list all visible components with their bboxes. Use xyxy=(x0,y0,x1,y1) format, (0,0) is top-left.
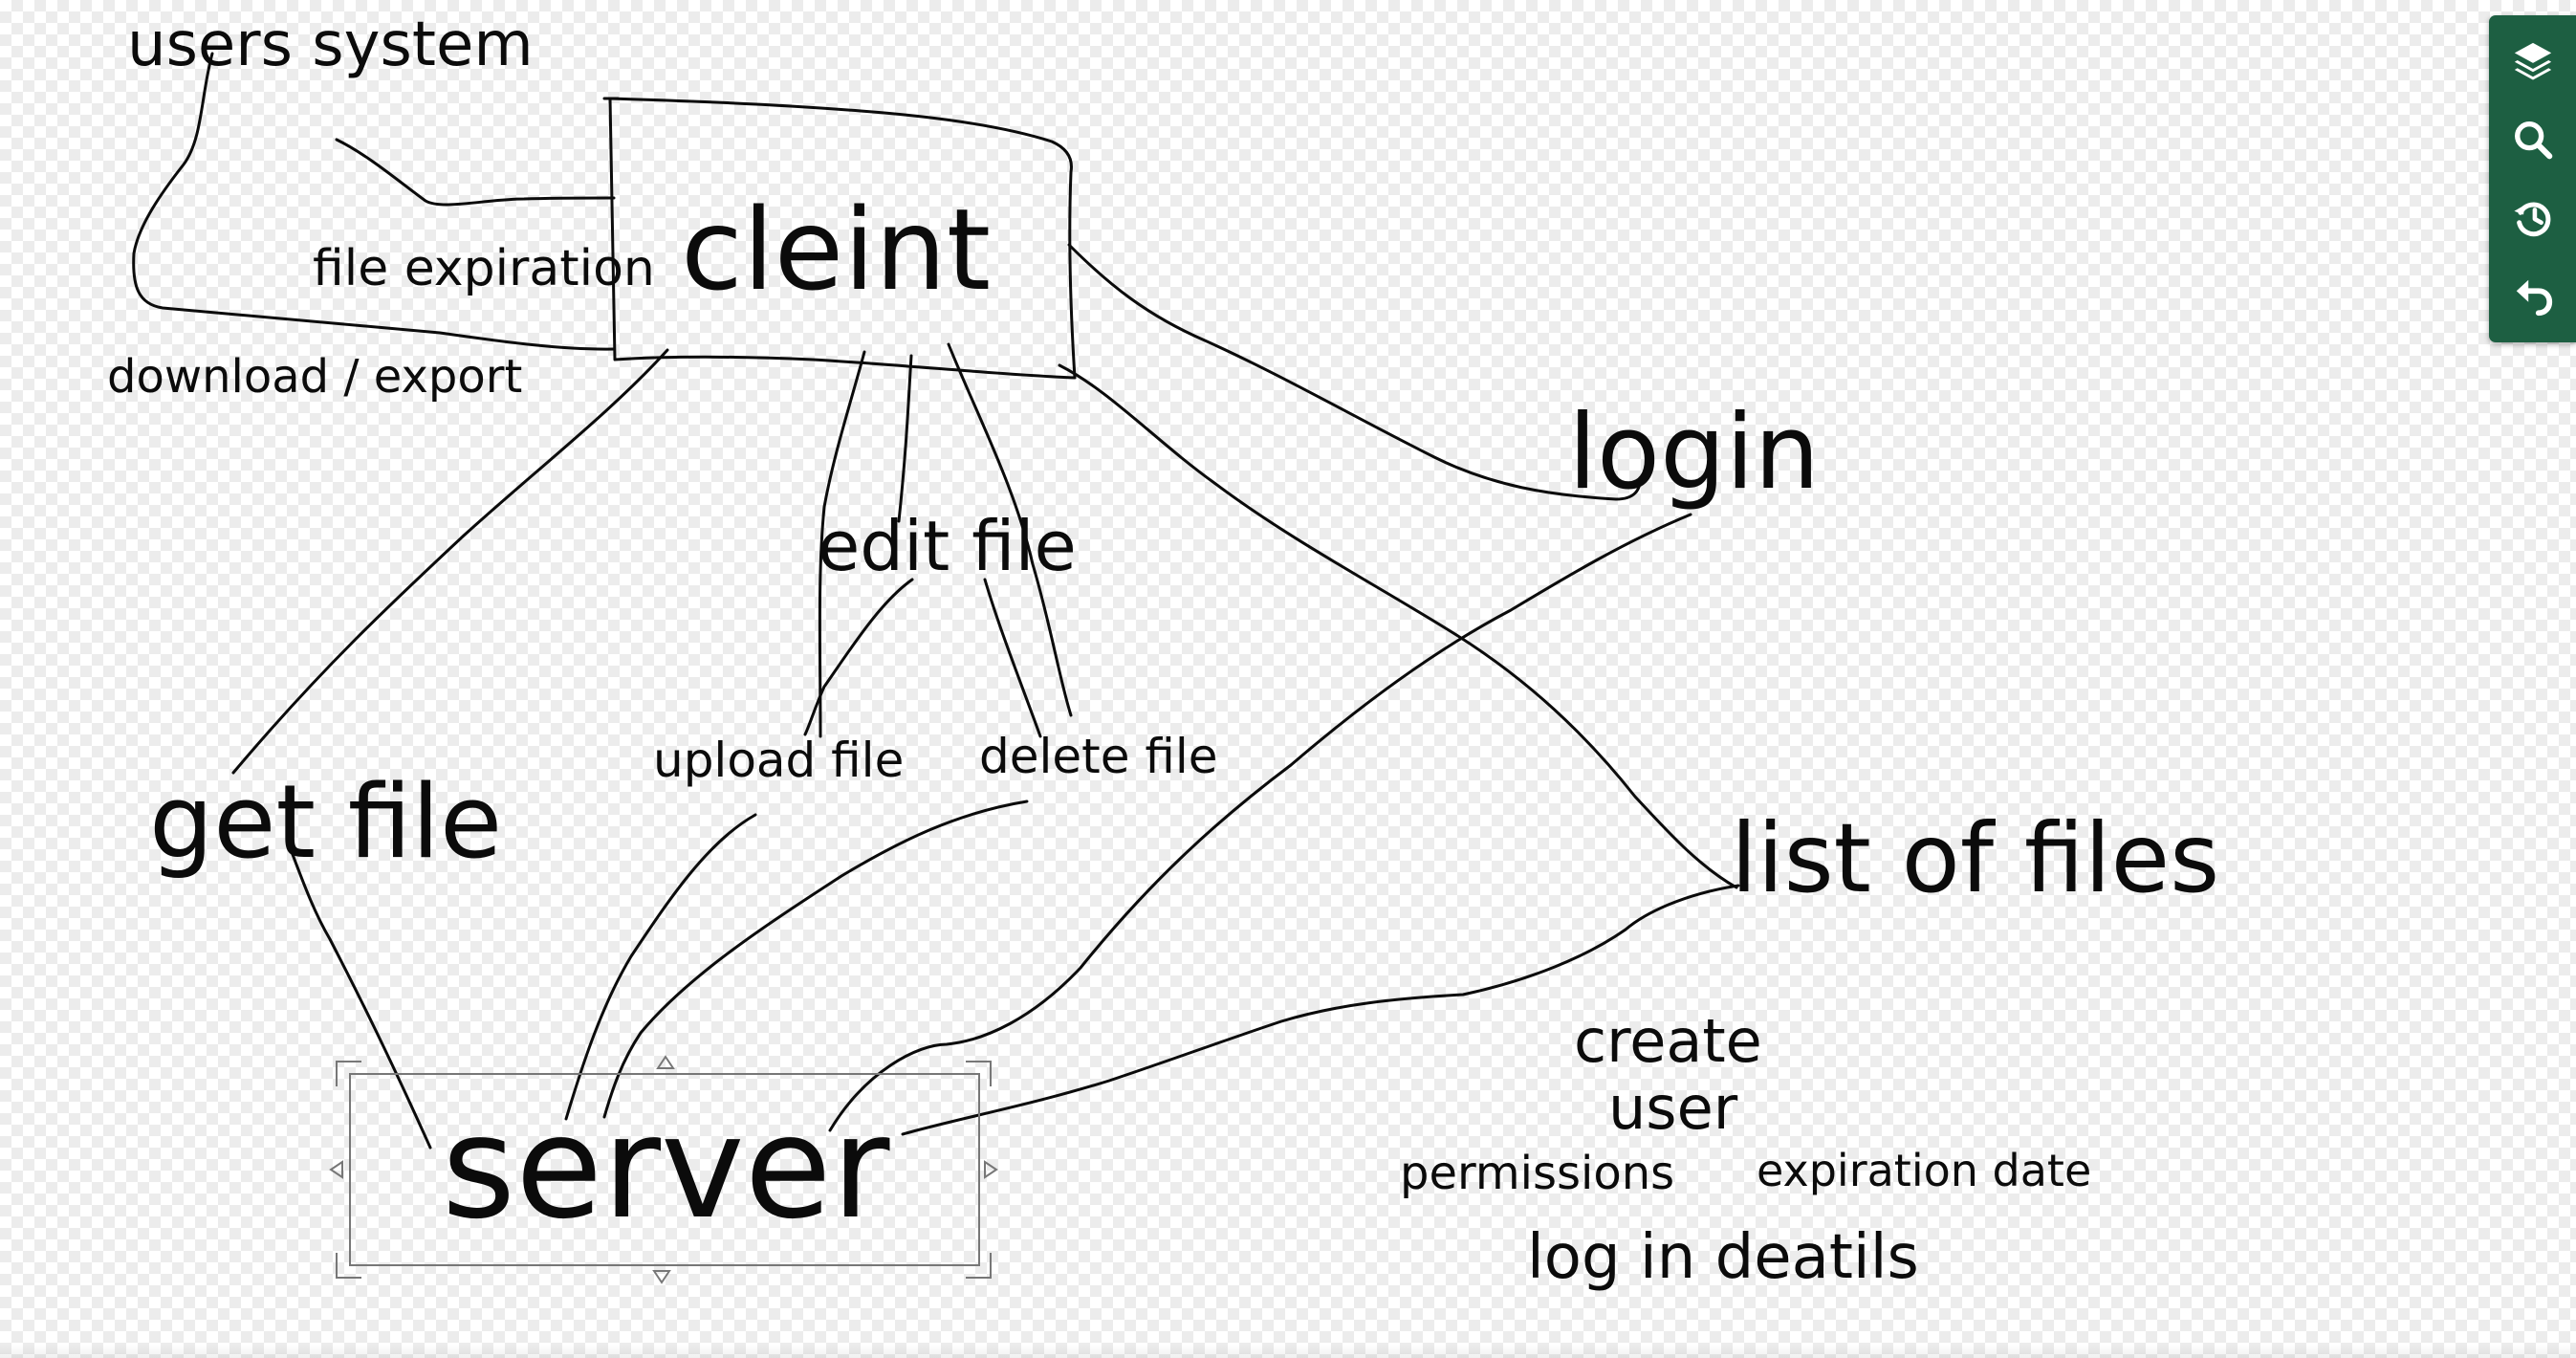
label-upload-file: upload file xyxy=(653,733,904,788)
label-server[interactable]: server xyxy=(442,1085,890,1250)
stroke-client-delete-b xyxy=(983,578,1042,738)
search-icon xyxy=(2514,121,2552,160)
resize-handle-bottom-right[interactable] xyxy=(966,1253,992,1279)
label-users-system: users system xyxy=(127,10,534,80)
label-get-file: get file xyxy=(149,763,502,881)
history-icon xyxy=(2513,202,2550,237)
layers-button[interactable] xyxy=(2500,29,2565,94)
side-toolbar xyxy=(2489,15,2576,342)
client-box xyxy=(608,97,1077,380)
resize-handle-bottom-left[interactable] xyxy=(336,1253,361,1279)
search-button[interactable] xyxy=(2500,107,2565,172)
resize-handle-top-left[interactable] xyxy=(336,1061,361,1086)
stroke-client-delete-a xyxy=(947,342,1073,717)
label-edit-file: edit file xyxy=(818,506,1077,586)
resize-arrow-left[interactable] xyxy=(329,1160,343,1179)
selection-rectangle xyxy=(349,1073,980,1266)
stroke-client-upload-b xyxy=(897,354,913,523)
stroke-file-expiration xyxy=(335,138,616,207)
label-create: create xyxy=(1574,1006,1762,1076)
stroke-upload-server xyxy=(564,813,757,1121)
stroke-client-list xyxy=(1058,363,1738,889)
stroke-client-getfile xyxy=(231,348,669,775)
label-log-in-details: log in deatils xyxy=(1527,1222,1919,1293)
ink-strokes xyxy=(132,52,1740,1150)
label-client: cleint xyxy=(681,184,991,316)
resize-arrow-top[interactable] xyxy=(656,1055,675,1069)
label-list-of-files: list of files xyxy=(1731,802,2219,914)
resize-handle-top-right[interactable] xyxy=(966,1061,992,1086)
stroke-client-login xyxy=(1067,243,1643,501)
history-button[interactable] xyxy=(2500,186,2565,251)
label-download-export: download / export xyxy=(107,350,522,404)
stroke-delete-server xyxy=(602,799,1029,1119)
diagram-labels: users system file expiration download / … xyxy=(107,10,2219,1293)
canvas-bottom-shadow xyxy=(0,1345,2576,1358)
label-expiration-date: expiration date xyxy=(1757,1145,2091,1196)
undo-button[interactable] xyxy=(2500,264,2565,329)
stroke-edit-upload xyxy=(803,578,914,736)
layers-icon xyxy=(2514,42,2551,80)
server-selection-frame[interactable] xyxy=(329,1055,998,1284)
label-user: user xyxy=(1608,1073,1738,1143)
stroke-login-server xyxy=(828,513,1692,1132)
label-login: login xyxy=(1568,393,1820,513)
resize-arrow-bottom[interactable] xyxy=(652,1270,671,1284)
undo-icon xyxy=(2516,279,2552,317)
stroke-getfile-server xyxy=(285,838,432,1150)
stroke-list-server xyxy=(901,884,1740,1136)
label-delete-file: delete file xyxy=(979,729,1218,784)
stroke-client-upload-a xyxy=(818,350,866,738)
resize-arrow-right[interactable] xyxy=(984,1160,998,1179)
stroke-users-loop xyxy=(132,52,616,351)
label-permissions: permissions xyxy=(1400,1147,1674,1200)
label-file-expiration: file expiration xyxy=(313,240,655,297)
